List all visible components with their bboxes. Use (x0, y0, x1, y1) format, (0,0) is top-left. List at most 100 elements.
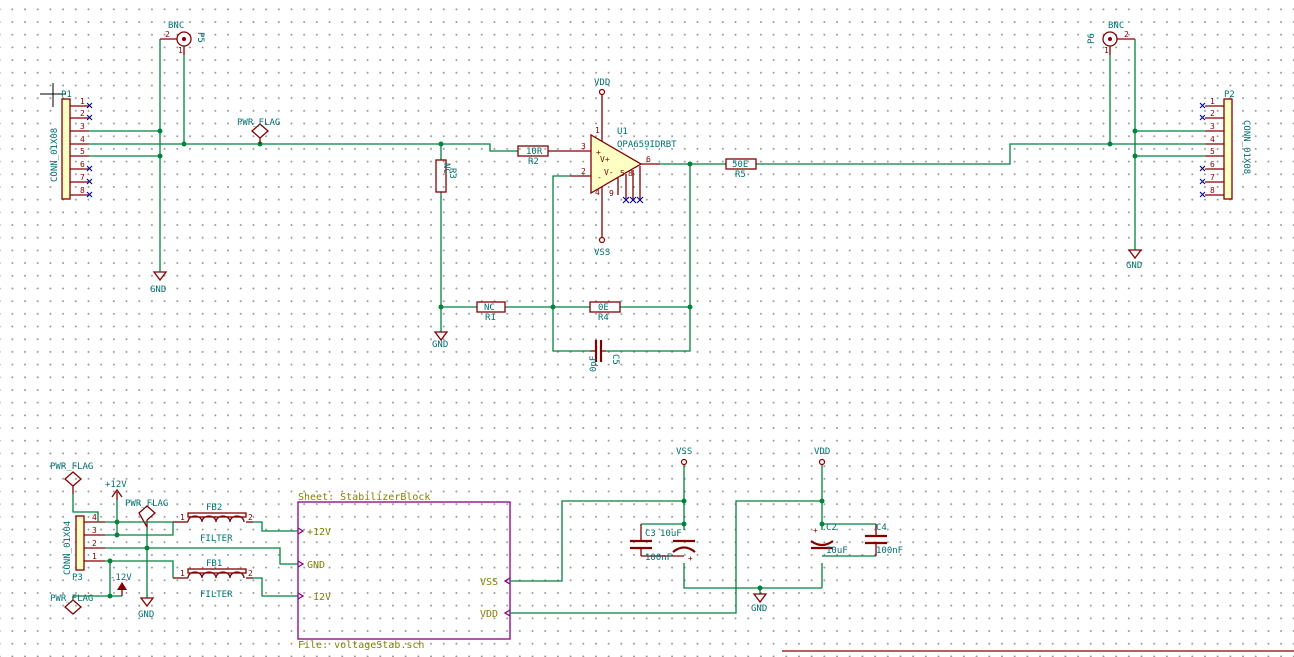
p2-pin-6: 6 (1210, 160, 1215, 169)
r4-ref: R4 (598, 313, 609, 323)
p2-ref: P2 (1224, 90, 1235, 100)
opamp-u1[interactable]: + - V+ V- 3 2 6 4 1 5 8 9 U1 OPA659IDRBT (570, 118, 677, 210)
p1-pin-7: 7 (80, 173, 85, 182)
gnd-symbol-decoupling: GND (751, 593, 768, 614)
junctions-feedback (550, 161, 693, 310)
fb2-ref: FB2 (206, 503, 222, 513)
c2-value: 10uF (826, 546, 848, 556)
p2-pin-8: 8 (1210, 186, 1215, 195)
p1-pin-1: 1 (80, 97, 85, 106)
p5-pin-1: 1 (178, 46, 183, 55)
vdd-power-label: VDD (814, 447, 830, 457)
opamp-pin-1: 1 (595, 126, 600, 135)
fb2-value: FILTER (200, 534, 233, 544)
c5-ref: C5 (610, 354, 620, 365)
sheet-pin-vss: VSS (480, 577, 498, 588)
p5-pin-2: 2 (165, 30, 170, 39)
p3-pin-2: 2 (92, 539, 97, 548)
sheet-pin-minus12: -12V (307, 592, 331, 603)
pwr-flag-top: PWR_FLAG (237, 118, 280, 144)
gnd-label-p1: GND (150, 285, 166, 295)
gnd-label-p2: GND (1126, 261, 1142, 271)
p3-pin-4: 4 (92, 513, 97, 522)
connector-p5-bnc[interactable]: BNC P5 2 1 (160, 21, 205, 55)
opamp-pin-6: 6 (646, 155, 651, 164)
plus12v-label: +12V (105, 480, 127, 490)
c3b-value: 100nF (645, 553, 672, 563)
resistor-r2[interactable]: 10R R2 (517, 145, 570, 167)
p2-pin-1: 1 (1210, 97, 1215, 106)
capacitor-c2[interactable]: + C2 10uF (810, 523, 848, 556)
p6-pin-2: 2 (1124, 30, 1129, 39)
ferrite-fb2[interactable]: 1 2 FB2 FILTER (173, 503, 253, 544)
p2-pin-7: 7 (1210, 173, 1215, 182)
c4-ref: C4 (876, 523, 887, 533)
gnd-label-p3: GND (138, 610, 154, 620)
connector-p3[interactable]: 4 3 2 1 P3 CONN_01X04 (63, 513, 105, 583)
opamp-ref: U1 (617, 127, 628, 137)
sheet-pin-vdd: VDD (480, 609, 498, 620)
wires-feedback (505, 143, 1135, 352)
p5-ref: P5 (195, 32, 205, 43)
minus12v-symbol: -12V (110, 573, 132, 596)
c3-polarity: + (688, 554, 693, 563)
opamp-pin-8: 8 (628, 169, 633, 178)
p3-pin-1: 1 (92, 552, 97, 561)
resistor-r5[interactable]: 50E R5 (725, 158, 757, 180)
c3-ref: C3 (645, 529, 656, 539)
vss-opamp-label: VSS (594, 248, 610, 258)
vss-power-label: VSS (676, 447, 692, 457)
fb1-ref: FB1 (206, 559, 222, 569)
ferrite-fb1[interactable]: 1 2 FB1 FILTER (173, 559, 253, 600)
capacitor-c4[interactable]: C4 100nF (865, 523, 903, 556)
fb1-value: FILTER (200, 590, 233, 600)
opamp-value: OPA659IDRBT (617, 140, 677, 150)
p1-pin-lines (70, 105, 89, 196)
p6-value: BNC (1108, 21, 1124, 31)
opamp-plus: + (596, 148, 601, 157)
r3-ref: R3 (447, 168, 457, 179)
vss-power: VSS (676, 447, 692, 466)
opamp-pin-2: 2 (581, 167, 586, 176)
c2-polarity: + (813, 526, 818, 535)
capacitor-c5[interactable]: 0pF C5 (589, 340, 620, 372)
p6-ref: P6 (1087, 33, 1097, 44)
gnd-symbol-p2: GND (1126, 249, 1143, 271)
p1-pin-5: 5 (80, 147, 85, 156)
p2-pin-4: 4 (1210, 135, 1215, 144)
resistor-r3[interactable]: NC R3 (435, 159, 457, 193)
opamp-pin-5: 5 (620, 169, 625, 178)
hier-sheet-stabilizer[interactable]: Sheet: StabilizerBlock File: voltageStab… (297, 492, 511, 651)
junctions-left (157, 128, 444, 310)
pwr-flag-p3-bottom: PWR_FLAG (50, 594, 93, 615)
r2-value: 10R (526, 147, 543, 157)
sheet-name: Sheet: StabilizerBlock (298, 492, 430, 503)
junctions-decoupling (681, 498, 825, 591)
p2-pin-3: 3 (1210, 122, 1215, 131)
gnd-symbol-p1: GND (150, 271, 168, 295)
gnd-label-r1: GND (432, 340, 448, 350)
pwr-flag-p3-top: PWR_FLAG (50, 462, 93, 494)
capacitor-c3[interactable]: + C3 10uF 100nF (630, 524, 696, 563)
r3-value: NC (441, 163, 451, 174)
sheet-file: File: voltageStab.sch (298, 640, 424, 651)
connector-p6-bnc[interactable]: BNC P6 2 1 (1087, 21, 1135, 55)
wires-p3 (72, 494, 298, 598)
p2-value: CONN_01X08 (1241, 120, 1251, 174)
opamp-pin-4: 4 (595, 188, 600, 197)
opamp-minus: - (597, 173, 602, 182)
p3-ref: P3 (72, 573, 83, 583)
r1-value: NC (484, 303, 495, 313)
r2-ref: R2 (528, 157, 539, 167)
connector-p1[interactable]: 1 2 3 4 5 6 7 8 P1 CONN_01X08 (50, 90, 93, 200)
junctions-p3 (107, 519, 150, 599)
gnd-label-decoupling: GND (751, 604, 767, 614)
connector-p2[interactable]: 1 2 3 4 5 6 7 8 P2 CONN_01X08 (1199, 90, 1251, 200)
opamp-pin-9: 9 (609, 189, 614, 198)
resistor-r4[interactable]: 0E R4 (589, 301, 621, 323)
fb2-pin-2: 2 (248, 513, 253, 522)
sheet-pin-plus12: +12V (307, 527, 331, 538)
opamp-vplus: V+ (600, 155, 610, 164)
resistor-r1[interactable]: NC R1 (476, 301, 506, 323)
